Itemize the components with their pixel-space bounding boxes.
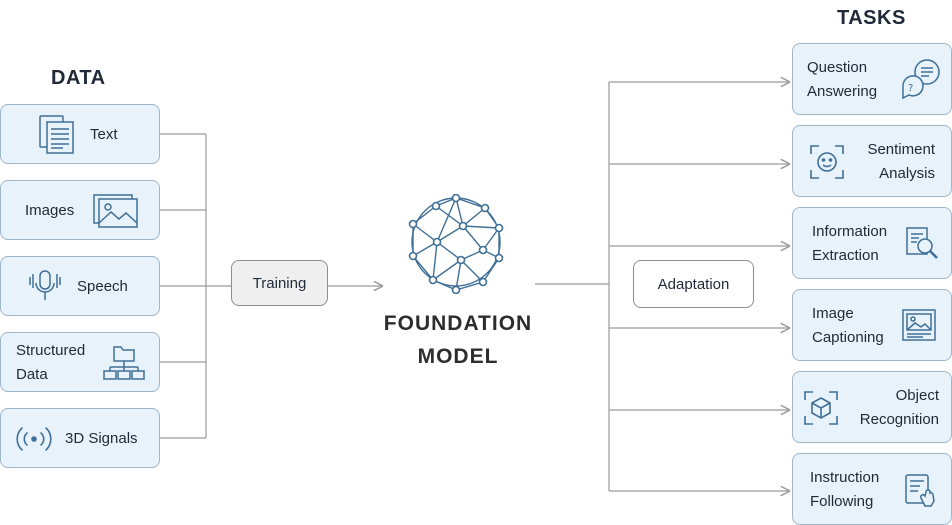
task-label-ic-line2: Captioning: [812, 329, 884, 346]
task-label-or-line1: Object: [895, 387, 939, 404]
adaptation-label: Adaptation: [657, 275, 730, 293]
network-sphere-icon: [408, 194, 504, 294]
document-search-icon: [906, 227, 938, 259]
task-box-object-recognition: Object Recognition: [792, 371, 952, 443]
task-label-qa-line1: Question: [807, 59, 868, 76]
adaptation-node: Adaptation: [633, 260, 754, 308]
data-box-3d-signals: 3D Signals: [0, 408, 160, 468]
svg-text:?: ?: [908, 83, 913, 94]
microphone-icon: [29, 270, 61, 300]
image-gallery-icon: [93, 194, 138, 228]
chat-bubbles-icon: ?: [902, 59, 940, 100]
task-label-ic-line1: Image: [812, 305, 854, 322]
data-label-text: Text: [90, 126, 118, 143]
data-box-structured: Structured Data: [0, 332, 160, 392]
data-box-text: Text: [0, 104, 160, 164]
cube-scan-icon: [804, 391, 838, 425]
task-box-image-captioning: Image Captioning: [792, 289, 952, 361]
data-label-images: Images: [25, 202, 75, 219]
image-frame-icon: [902, 309, 936, 341]
task-label-sentiment-line2: Analysis: [879, 165, 935, 182]
data-label-speech: Speech: [77, 278, 128, 295]
task-box-sentiment-analysis: Sentiment Analysis: [792, 125, 952, 197]
document-icon: [39, 115, 74, 154]
signal-icon: [16, 427, 52, 451]
data-box-images: Images: [0, 180, 160, 240]
data-heading: DATA: [51, 67, 106, 89]
task-label-ie-line1: Information: [812, 223, 888, 240]
foundation-model-title: FOUNDATION MODEL: [366, 307, 550, 373]
task-label-sentiment-line1: Sentiment: [867, 141, 935, 158]
checklist-pointer-icon: [905, 474, 935, 507]
task-label-if-line2: Following: [810, 493, 874, 510]
foundation-model-line1: FOUNDATION: [383, 312, 533, 335]
folder-hierarchy-icon: [103, 346, 145, 380]
task-box-information-extraction: Information Extraction: [792, 207, 952, 279]
face-scan-icon: [810, 145, 844, 179]
task-label-or-line2: Recognition: [859, 411, 939, 428]
task-label-qa-line2: Answering: [807, 83, 878, 100]
task-label-if-line1: Instruction: [810, 469, 880, 486]
data-label-structured-line2: Data: [16, 366, 48, 383]
data-label-3d-signals: 3D Signals: [65, 430, 138, 447]
foundation-model-line2: MODEL: [417, 345, 499, 368]
data-box-speech: Speech: [0, 256, 160, 316]
task-label-ie-line2: Extraction: [812, 247, 879, 264]
tasks-heading: TASKS: [837, 7, 906, 29]
task-box-instruction-following: Instruction Following: [792, 453, 952, 525]
training-node: Training: [231, 260, 328, 306]
data-label-structured-line1: Structured: [16, 342, 86, 359]
training-label: Training: [252, 274, 307, 292]
task-box-question-answering: Question Answering ?: [792, 43, 952, 115]
